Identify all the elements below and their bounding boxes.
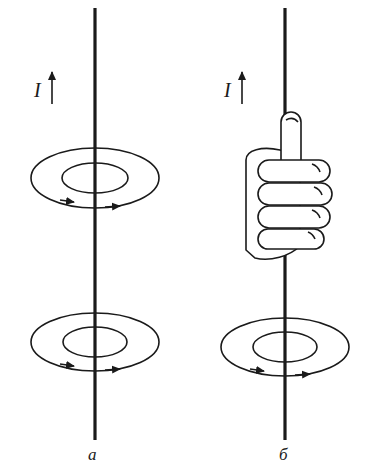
finger: [258, 229, 324, 249]
field-arrow: [295, 374, 310, 375]
field-lines: [31, 148, 349, 376]
current-label: I: [34, 80, 41, 100]
field-arrow: [60, 364, 74, 366]
wire: [93, 8, 96, 440]
current-arrow: [51, 72, 53, 104]
panel-letter: б: [279, 446, 288, 463]
hand: [246, 112, 332, 259]
panel-letter: а: [88, 446, 97, 463]
current-arrow: [241, 72, 243, 104]
field-arrow: [105, 206, 120, 207]
thumbnail: [286, 118, 298, 122]
fingernail: [308, 164, 322, 239]
current-label: I: [224, 80, 231, 100]
field-arrow: [60, 200, 74, 202]
field-arrow: [105, 369, 120, 370]
field-arrow: [250, 369, 264, 371]
